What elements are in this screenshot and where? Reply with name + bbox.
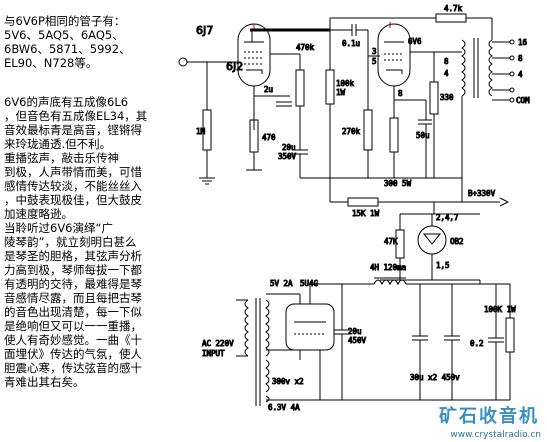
label-tube-5u4g: 5U4G [300,279,319,288]
watermark-name: 矿石收音机 [439,406,539,427]
output-transformer [461,38,493,98]
label-tube-6j2: 6J2 [226,60,243,73]
label-primary-4: 4 [444,69,449,78]
label-feedback-resistor: 4.7k [444,4,463,13]
6j7-tube [237,23,271,87]
label-filament-63v: 6.3V 4A [268,403,300,412]
power-transformer [244,298,270,406]
label-grid-resistor-270k: 270k [342,127,361,136]
label-tube-6j7: 6J7 [196,24,213,37]
label-cathode-cap-50u: 50u [416,131,430,140]
label-dropping-resistor: 15K 1W [352,209,380,218]
plate-resistor-100k [325,69,335,105]
watermark-url: www.crystalradio.cn [450,430,541,440]
5u4g-rectifier-tube [285,303,335,351]
label-tap-com: COM [516,96,530,105]
label-tube-6v6: 6V6 [408,37,422,46]
label-cathode-resistor-470: 470 [262,133,276,142]
label-coupling-cap: 0.1u [342,39,360,48]
label-cathode-cap-2u: 2u [264,85,273,94]
dropping-resistor-15k [347,197,379,207]
label-resistor-330: 330 [440,93,454,102]
label-hv-winding: 300v x2 [272,377,304,386]
tube-equivalents-text: 与6V6P相同的管子有： 5V6、5AQ5、6AQ5、 6BW6、5871、59… [4,14,131,70]
label-pin-5: 5 [372,57,377,66]
grid-resistor-270k [363,109,373,151]
label-filter-choke: 4H 120ma [370,263,406,272]
label-filter-caps-30u: 30u x2 450v [410,373,460,382]
feedback-resistor-4k7 [435,13,467,23]
label-filament-5v: 5V 2A [270,279,293,288]
label-tap-8: 8 [518,54,523,63]
label-regulator-resistor: 47K [384,237,398,246]
label-pin-8: 8 [398,89,403,98]
label-tap-4: 4 [518,70,523,79]
input-jack [178,57,188,67]
label-pin-3: 3 [372,47,377,56]
label-tap-16: 16 [518,38,528,47]
6v6-tube [377,23,411,87]
bleeder-resistor-100k [505,317,515,353]
label-tube-ob2: OB2 [450,237,464,246]
label-cap-02: 0.2 [470,339,484,348]
label-primary-8: 8 [444,57,449,66]
label-ob2-pins-top: 2,4,7 [436,213,459,222]
screen-resistor-470k [295,69,305,107]
label-ob2-pins-bottom: 1,5 [436,261,450,270]
review-article-text: 6V6的声底有五成像6L6 ，但音色有五成像EL34，其 音效最标青是高音，铿锵… [4,95,148,389]
label-grid-resistor-1m: 1M [196,127,206,136]
label-screen-resistor: 470k [296,43,315,52]
label-cathode-resistor-300: 300 5W [384,179,412,188]
plate-resistor-330 [429,81,439,115]
cathode-resistor-300 [389,117,399,153]
label-b-plus: B+330V [468,189,496,198]
filter-choke [373,279,407,286]
ob2-regulator-tube [417,225,447,255]
label-bleeder-resistor: 100K 1W [484,305,516,314]
